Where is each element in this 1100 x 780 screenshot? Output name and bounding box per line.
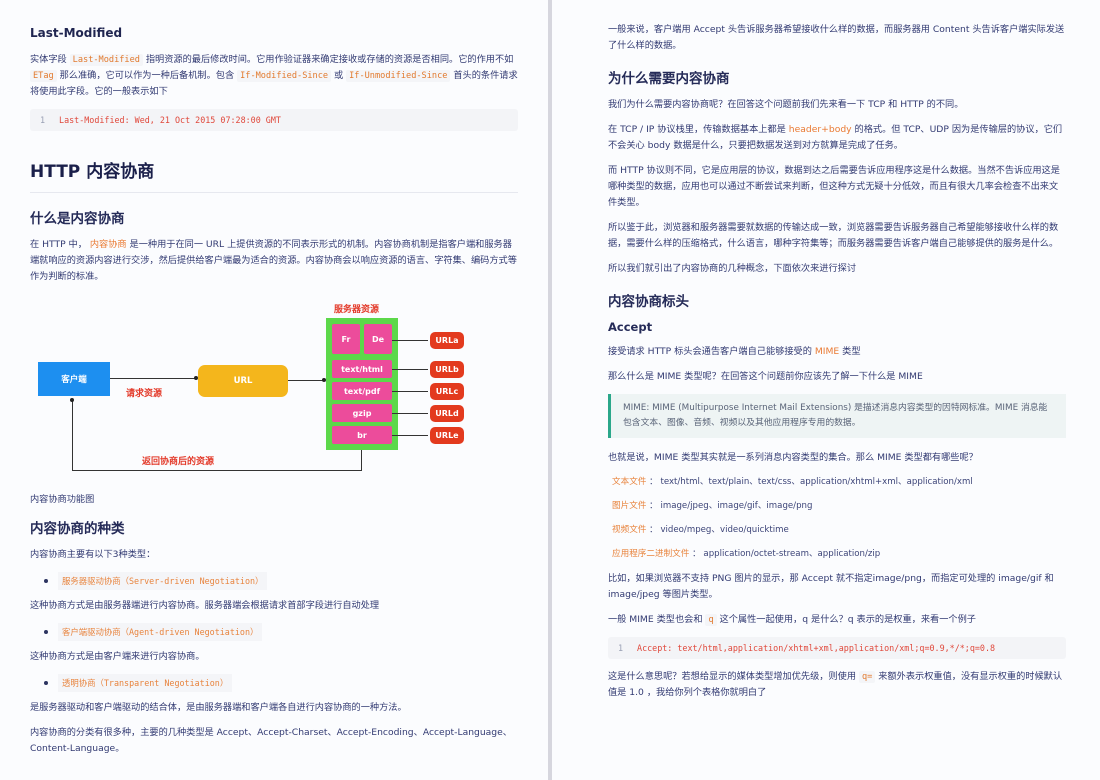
return-line xyxy=(72,470,362,471)
list-item: 透明协商（Transparent Negotiation） xyxy=(44,674,518,692)
highlight-term: header+body xyxy=(788,124,852,135)
mime-row-video: 视频文件 ： video/mpeg、video/quicktime xyxy=(612,525,789,535)
return-line xyxy=(72,400,73,470)
heading-why: 为什么需要内容协商 xyxy=(608,71,730,87)
accept-p1: 接受请求 HTTP 标头会通告客户端自己能够接受的 MIME 类型 xyxy=(608,346,861,357)
arrow-head xyxy=(70,398,74,402)
inline-code: ETag xyxy=(30,70,57,82)
return-line xyxy=(361,450,362,470)
inline-code: If-Modified-Since xyxy=(237,70,332,82)
kinds-list-3: 透明协商（Transparent Negotiation） xyxy=(44,674,518,692)
line-number: 1 xyxy=(40,115,46,125)
intro-paragraph: 一般来说，客户端用 Accept 头告诉服务器希望接收什么样的数据，而服务器用 … xyxy=(608,24,1065,51)
bullet-icon xyxy=(44,630,48,634)
diagram-caption: 内容协商功能图 xyxy=(30,494,95,505)
highlight-term: 内容协商 xyxy=(89,239,127,250)
why-p2: 在 TCP / IP 协议栈里，传输数据基本上都是 header+body 的格… xyxy=(608,124,1063,151)
diagram-server-title: 服务器资源 xyxy=(334,305,380,315)
kinds-list-1: 服务器驱动协商（Server-driven Negotiation） xyxy=(44,572,518,590)
kinds-intro: 内容协商主要有以下3种类型： xyxy=(30,549,156,560)
diagram-url-b: URLb xyxy=(430,361,464,378)
diagram-url-c: URLc xyxy=(430,383,464,400)
why-p3: 而 HTTP 协议则不同，它是应用层的协议，数据到达之后需要告诉应用程序这是什么… xyxy=(608,165,1060,208)
arrow-line xyxy=(110,378,196,379)
list-item: 客户端驱动协商（Agent-driven Negotiation） xyxy=(44,623,518,641)
diagram-url-a: URLa xyxy=(430,332,464,349)
kind-desc: 这种协商方式是由服务器端进行内容协商。服务器端会根据请求首部字段进行自动处理 xyxy=(30,600,380,611)
code-text: Accept: text/html,application/xhtml+xml,… xyxy=(637,643,996,653)
inline-code: Last-Modified xyxy=(69,54,143,66)
diagram-type-html: text/html xyxy=(332,360,392,378)
heading-kinds: 内容协商的种类 xyxy=(30,521,125,537)
arrow-line xyxy=(392,369,428,370)
last-modified-paragraph: 实体字段 Last-Modified 指明资源的最后修改时间。它用作验证器来确定… xyxy=(30,54,518,97)
arrow-line xyxy=(392,340,428,341)
diagram-type-br: br xyxy=(332,426,392,444)
accept-p3: 也就是说，MIME 类型其实就是一系列消息内容类型的集合。那么 MIME 类型都… xyxy=(608,452,978,463)
why-p5: 所以我们就引出了内容协商的几种概念，下面依次来进行探讨 xyxy=(608,263,857,274)
mime-row-image: 图片文件 ： image/jpeg、image/gif、image/png xyxy=(612,501,813,511)
right-page: 一般来说，客户端用 Accept 头告诉服务器希望接收什么样的数据，而服务器用 … xyxy=(552,0,1100,780)
kinds-list-2: 客户端驱动协商（Agent-driven Negotiation） xyxy=(44,623,518,641)
page-title: HTTP 内容协商 xyxy=(30,157,518,193)
line-number: 1 xyxy=(618,643,624,653)
why-p1: 我们为什么需要内容协商呢？在回答这个问题前我们先来看一下 TCP 和 HTTP … xyxy=(608,99,964,110)
mime-row-binary: 应用程序二进制文件 ： application/octet-stream、app… xyxy=(612,549,881,559)
why-p4: 所以鉴于此，浏览器和服务器需要就数据的传输达成一致，浏览器需要告诉服务器自己希望… xyxy=(608,222,1059,249)
code-block: 1 Accept: text/html,application/xhtml+xm… xyxy=(608,637,1066,659)
code-block: 1 Last-Modified: Wed, 21 Oct 2015 07:28:… xyxy=(30,109,518,131)
accept-p6: 这是什么意思呢？若想给显示的媒体类型增加优先级，则使用 q= 来额外表示权重值，… xyxy=(608,671,1063,698)
inline-code: q= xyxy=(858,671,876,683)
mime-quote: MIME: MIME (Multipurpose Internet Mail E… xyxy=(608,394,1066,438)
arrow-head xyxy=(322,378,326,382)
arrow-line xyxy=(288,380,324,381)
arrow-head xyxy=(194,376,198,380)
inline-code: q xyxy=(705,614,717,626)
diagram-lang-de: De xyxy=(364,324,392,354)
arrow-line xyxy=(392,391,428,392)
accept-p4: 比如，如果浏览器不支持 PNG 图片的显示，那 Accept 就不指定image… xyxy=(608,573,1054,600)
diagram-type-gzip: gzip xyxy=(332,404,392,422)
diagram-lang-fr: Fr xyxy=(332,324,360,354)
diagram-type-pdf: text/pdf xyxy=(332,382,392,400)
bullet-icon xyxy=(44,579,48,583)
diagram-request-label: 请求资源 xyxy=(126,389,163,399)
what-is-paragraph: 在 HTTP 中， 内容协商 是一种用于在同一 URL 上提供资源的不同表示形式… xyxy=(30,239,517,282)
mime-row-text: 文本文件 ： text/html、text/plain、text/css、app… xyxy=(612,477,973,487)
diagram-url-d: URLd xyxy=(430,405,464,422)
bullet-icon xyxy=(44,681,48,685)
diagram-url-e: URLe xyxy=(430,427,464,444)
kinds-summary: 内容协商的分类有很多种，主要的几种类型是 Accept、Accept-Chars… xyxy=(30,727,512,754)
arrow-line xyxy=(392,413,428,414)
diagram-url-box: URL xyxy=(198,365,288,397)
heading-accept: Accept xyxy=(608,320,653,334)
diagram-client-box: 客户端 xyxy=(38,362,110,396)
list-item: 服务器驱动协商（Server-driven Negotiation） xyxy=(44,572,518,590)
diagram-return-label: 返回协商后的资源 xyxy=(142,457,215,467)
page-divider xyxy=(548,0,552,780)
accept-p2: 那么什么是 MIME 类型呢？在回答这个问题前你应该先了解一下什么是 MIME xyxy=(608,371,923,382)
kind-desc: 是服务器驱动和客户端驱动的结合体，是由服务器端和客户端各自进行内容协商的一种方法… xyxy=(30,702,407,713)
kind-desc: 这种协商方式是由客户端来进行内容协商。 xyxy=(30,651,205,662)
left-page: Last-Modified 实体字段 Last-Modified 指明资源的最后… xyxy=(0,0,548,780)
heading-headers: 内容协商标头 xyxy=(608,294,689,310)
highlight-term: MIME xyxy=(814,346,840,357)
heading-what-is: 什么是内容协商 xyxy=(30,211,125,227)
inline-code: If-Unmodified-Since xyxy=(346,70,451,82)
heading-last-modified: Last-Modified xyxy=(30,26,123,40)
code-text: Last-Modified: Wed, 21 Oct 2015 07:28:00… xyxy=(59,115,281,125)
content-negotiation-diagram: 客户端 请求资源 URL 服务器资源 Fr De text/html text/… xyxy=(30,294,510,484)
accept-p5: 一般 MIME 类型也会和 q 这个属性一起使用，q 是什么？q 表示的是权重，… xyxy=(608,614,976,626)
arrow-line xyxy=(392,435,428,436)
